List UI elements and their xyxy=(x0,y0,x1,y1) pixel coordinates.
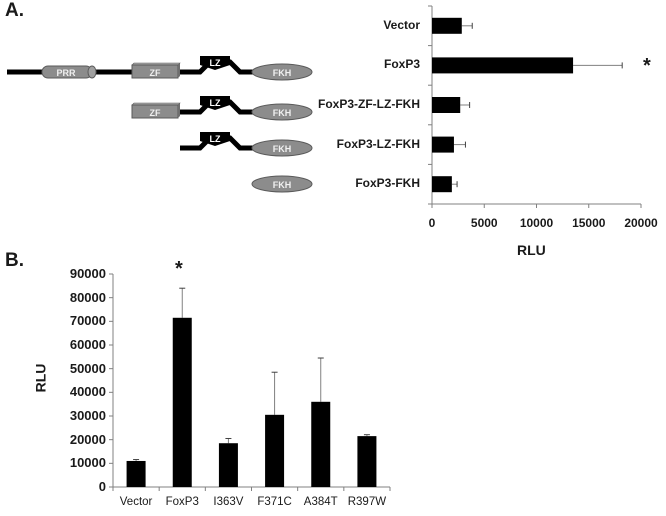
chart-b-category-label: FoxP3 xyxy=(165,496,199,508)
chart-b-ytick: 90000 xyxy=(69,266,106,281)
chart-a-xtick: 15000 xyxy=(572,216,606,230)
svg-text:ZF: ZF xyxy=(150,68,161,78)
chart-a-significance-star: * xyxy=(643,55,651,77)
chart-b-category-label: R397W xyxy=(347,496,387,508)
chart-b-bar xyxy=(172,317,192,487)
chart-b-ytick: 80000 xyxy=(69,289,106,305)
chart-a-category-label: FoxP3-LZ-FKH xyxy=(336,136,420,151)
chart-b-ytick: 60000 xyxy=(69,337,106,352)
chart-b-ytick: 70000 xyxy=(69,313,106,329)
chart-a-xtick: 10000 xyxy=(519,216,554,230)
chart-b-ytick: 40000 xyxy=(69,384,106,400)
chart-a-xtick: 5000 xyxy=(470,216,498,230)
lz-domain-label: LZ xyxy=(210,58,221,68)
chart-b-bar xyxy=(311,401,331,487)
chart-b-significance-star: * xyxy=(175,258,183,280)
panel-a-label: A. xyxy=(5,0,24,21)
chart-a-bar xyxy=(432,176,452,193)
fkh-domain xyxy=(251,63,313,81)
chart-a-xtick: 0 xyxy=(428,216,436,230)
construct-1: LZ ZF FKH xyxy=(131,96,313,121)
chart-b-ytick: 50000 xyxy=(69,360,106,376)
chart-b-category-label: I363V xyxy=(213,496,244,508)
chart-b-bar xyxy=(265,414,285,487)
svg-text:FKH: FKH xyxy=(273,180,292,190)
chart-a-category-label: FoxP3-FKH xyxy=(355,176,420,191)
fkh-domain xyxy=(251,103,313,121)
chart-a-xtick: 20000 xyxy=(624,216,658,230)
chart-a-category-label: FoxP3-ZF-LZ-FKH xyxy=(318,97,420,111)
chart-a-category-label: Vector xyxy=(383,17,420,32)
chart-b-ylabel: RLU xyxy=(32,363,49,393)
chart-b-ytick: 10000 xyxy=(69,455,106,471)
chart-b: 0 10000 20000 30000 40000 50000 60000 70000 8000… xyxy=(0,250,666,516)
chart-a-plot xyxy=(428,5,642,208)
chart-a-xlabel: RLU xyxy=(517,242,546,258)
chart-b-category-label: A384T xyxy=(303,496,338,508)
chart-b-plot xyxy=(109,273,391,491)
chart-a-category-label: FoxP3 xyxy=(383,57,420,72)
construct-0: LZ PRR ZF FKH xyxy=(7,56,313,81)
chart-b-category-label: Vector xyxy=(119,496,153,508)
lz-domain-label: LZ xyxy=(210,98,221,108)
domain-diagram: LZ PRR ZF FKH LZ ZF FKH LZ FKH FKH xyxy=(7,56,313,193)
chart-a-bar xyxy=(432,97,461,113)
panel-b-label: B. xyxy=(5,250,24,271)
lz-domain-label: LZ xyxy=(210,134,221,144)
svg-text:FKH: FKH xyxy=(273,108,292,118)
chart-b-ytick: 0 xyxy=(98,479,106,494)
fkh-domain xyxy=(251,175,313,193)
fkh-domain xyxy=(251,139,313,157)
construct-2: LZ FKH xyxy=(180,132,313,157)
construct-3: FKH xyxy=(251,175,313,193)
chart-a-bar xyxy=(432,17,462,34)
chart-b-bar xyxy=(218,443,238,487)
chart-b-bar xyxy=(126,460,146,487)
svg-text:FKH: FKH xyxy=(273,68,292,78)
chart-b-ytick: 30000 xyxy=(69,408,106,423)
chart-b-bar xyxy=(357,436,377,487)
svg-text:FKH: FKH xyxy=(273,144,292,154)
svg-text:PRR: PRR xyxy=(56,68,76,78)
chart-a-bar xyxy=(432,136,454,153)
chart-b-ytick: 20000 xyxy=(69,431,106,447)
chart-a-bar xyxy=(432,57,574,74)
svg-text:ZF: ZF xyxy=(150,108,161,118)
chart-b-category-label: F371C xyxy=(257,496,292,508)
